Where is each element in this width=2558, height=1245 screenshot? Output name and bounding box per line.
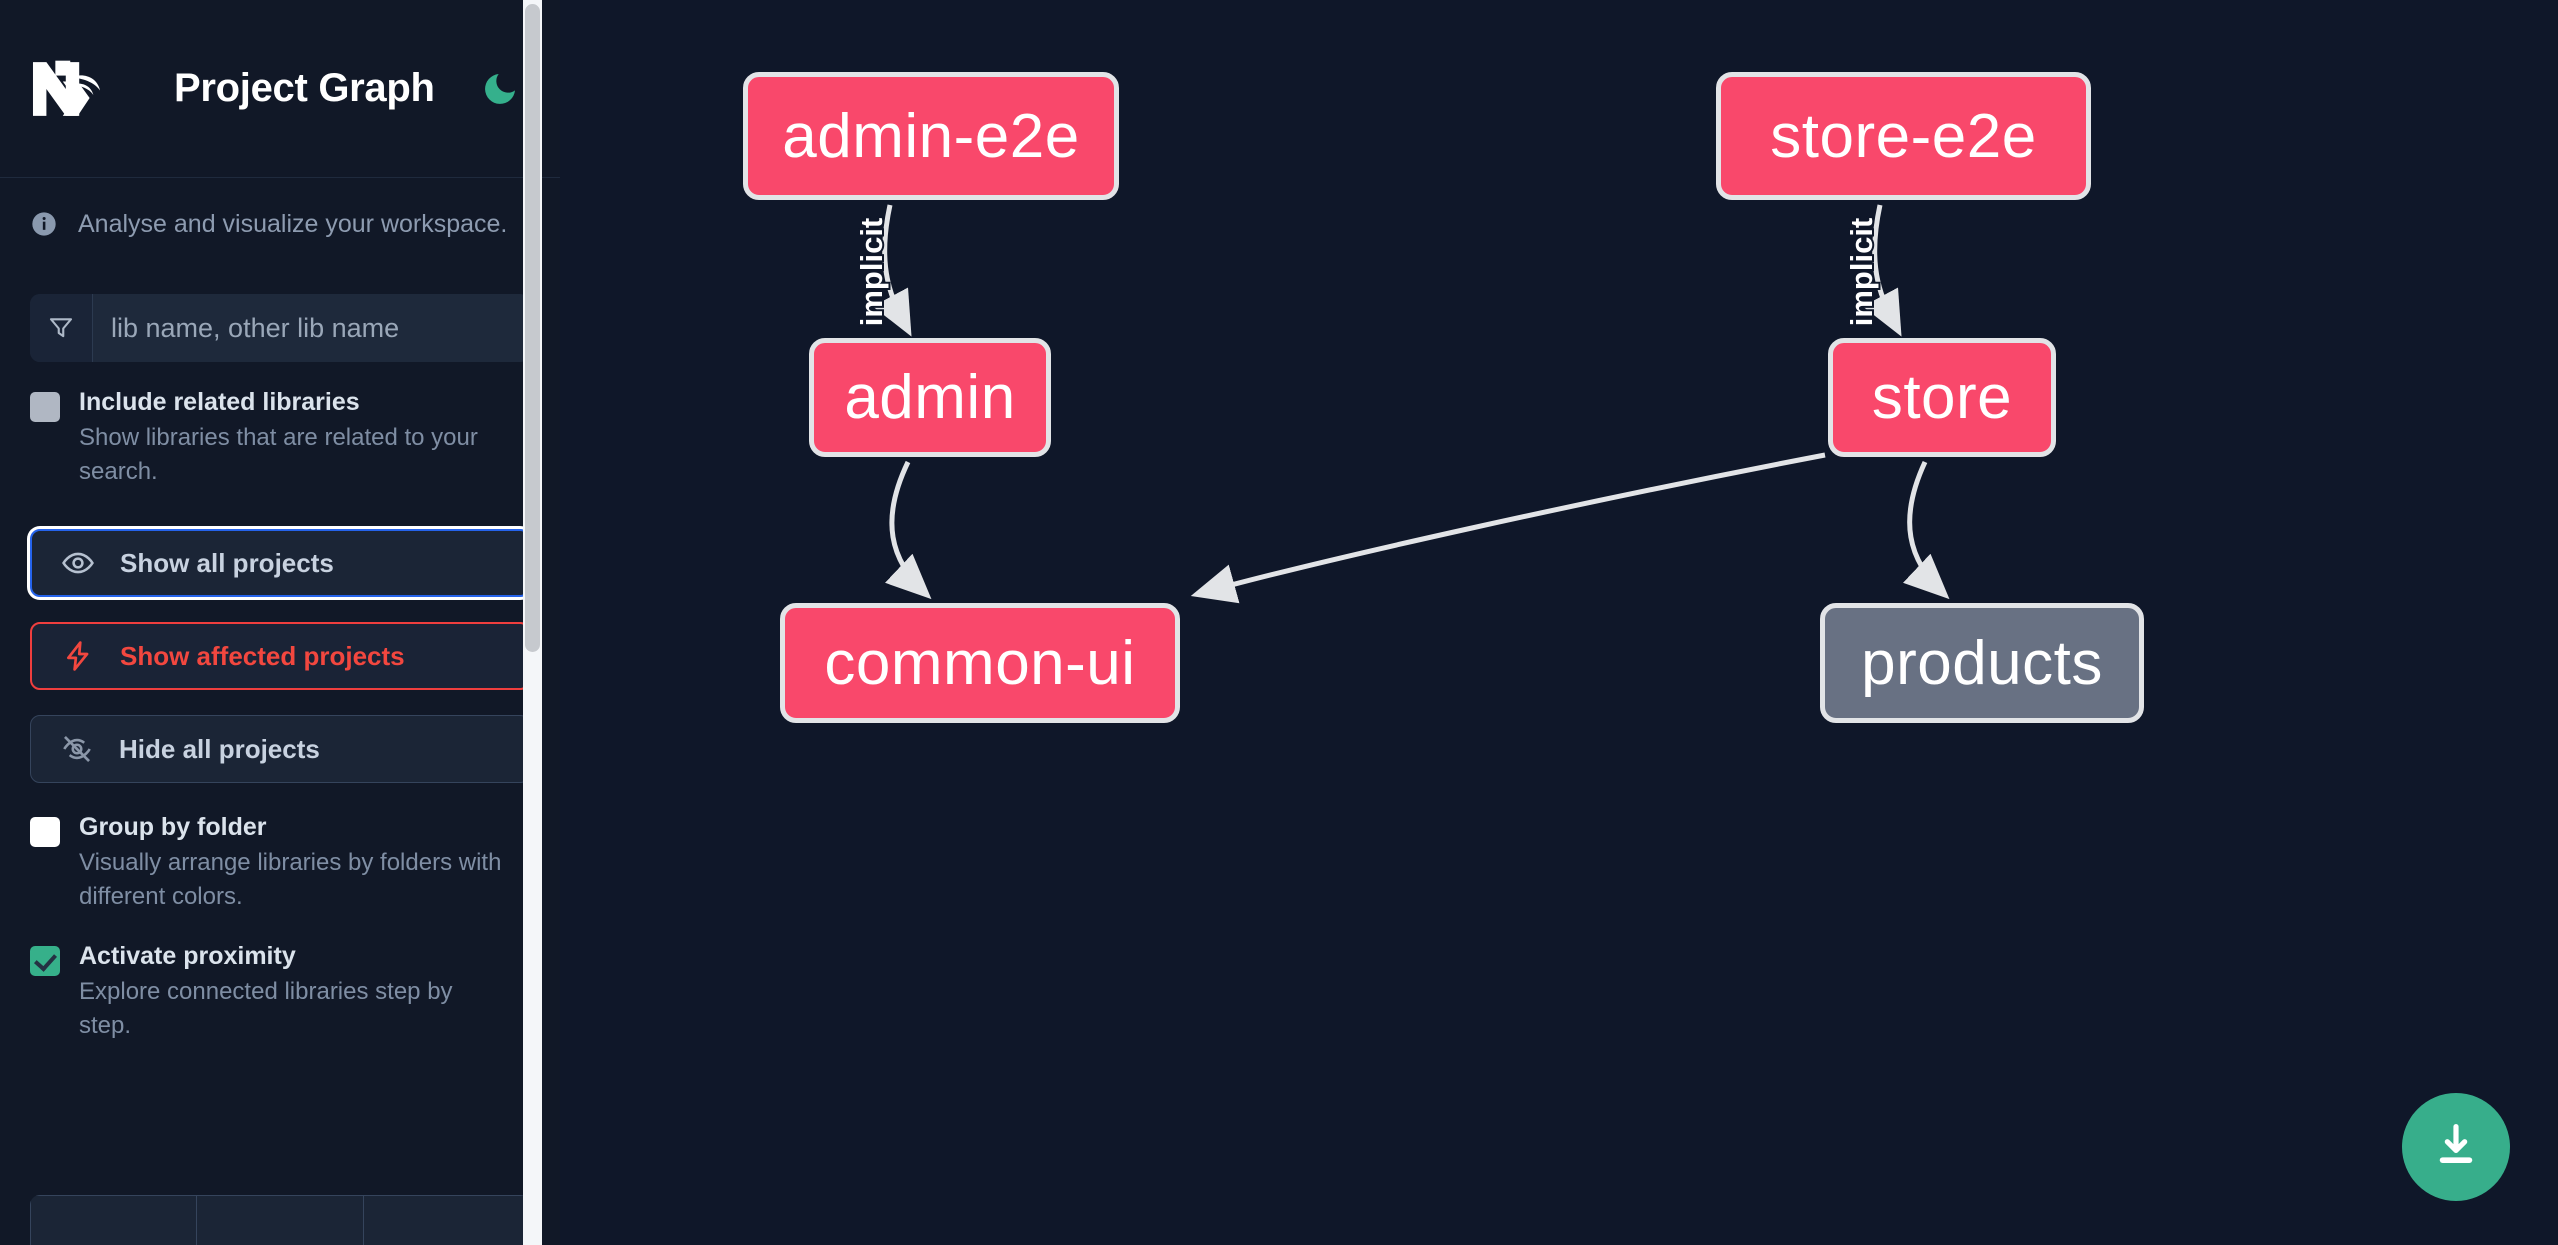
graph-node-admin-e2e[interactable]: admin-e2e [743,72,1119,200]
graph-node-common-ui[interactable]: common-ui [780,603,1180,723]
visibility-button-group: Show all projects Show affected projects [0,529,560,784]
checkbox-activate-proximity[interactable] [30,946,60,977]
workspace-tagline: Analyse and visualize your workspace. [0,178,560,270]
checkbox-group-by-folder[interactable] [30,817,60,848]
edge-admin-e2e-admin [872,204,912,337]
option-label: Include related libraries [79,388,360,416]
button-label: Show all projects [120,547,334,578]
eye-off-icon [57,729,97,769]
info-circle-icon [30,210,58,238]
edge-admin-common-ui [885,460,932,600]
option-label: Activate proximity [79,942,296,971]
page-title: Project Graph [174,66,435,110]
proximity-segmented-control[interactable] [30,1195,530,1245]
funnel-icon [30,294,93,362]
sidebar-scrollbar-thumb[interactable] [525,4,540,652]
hide-all-projects-button[interactable]: Hide all projects [30,715,530,784]
edge-label-implicit: implicit [1844,218,1879,327]
nx-logo-icon [30,59,112,119]
segment-button[interactable] [362,1195,530,1245]
eye-icon [58,543,98,583]
graph-node-store-e2e[interactable]: store-e2e [1716,72,2091,200]
download-graph-button[interactable] [2402,1093,2510,1201]
filter-field[interactable] [30,294,530,362]
button-label: Show affected projects [120,640,405,671]
option-group-by-folder[interactable]: Group by folder Visually arrange librari… [0,811,560,914]
checkbox-include-related-libraries[interactable] [30,392,60,422]
option-label: Group by folder [79,813,267,842]
tagline-text: Analyse and visualize your workspace. [78,209,508,238]
graph-edges: implicit implicit [852,204,1950,604]
download-icon [2430,1119,2482,1176]
option-include-related-libraries[interactable]: Include related libraries Show libraries… [0,386,560,489]
segment-button[interactable] [196,1195,363,1245]
moon-icon[interactable] [479,68,521,110]
segment-button[interactable] [30,1195,197,1245]
graph-node-store[interactable]: store [1828,338,2056,457]
edge-label-implicit: implicit [854,218,889,327]
edge-store-common-ui [1190,452,1826,604]
graph-node-products[interactable]: products [1820,603,2144,723]
show-affected-projects-button[interactable]: Show affected projects [30,622,530,691]
lightning-bolt-icon [58,636,98,676]
sidebar-content: Project Graph Analyse and visualize yo [0,0,560,1245]
sidebar: Project Graph Analyse and visualize yo [0,0,560,1245]
graph-canvas[interactable]: implicit implicit admin-e2e store-e2e ad… [560,0,2558,1245]
edge-store-products [1903,460,1950,600]
sidebar-header: Project Graph [0,0,560,178]
option-description: Explore connected libraries step by step… [79,978,453,1040]
graph-node-admin[interactable]: admin [809,338,1051,457]
button-label: Hide all projects [119,733,320,764]
search-input[interactable] [93,294,530,362]
option-description: Visually arrange libraries by folders wi… [79,849,502,911]
option-description: Show libraries that are related to your … [79,424,478,486]
edge-store-e2e-store [1862,204,1902,337]
option-activate-proximity[interactable]: Activate proximity Explore connected lib… [0,940,560,1043]
show-all-projects-button[interactable]: Show all projects [30,529,530,598]
